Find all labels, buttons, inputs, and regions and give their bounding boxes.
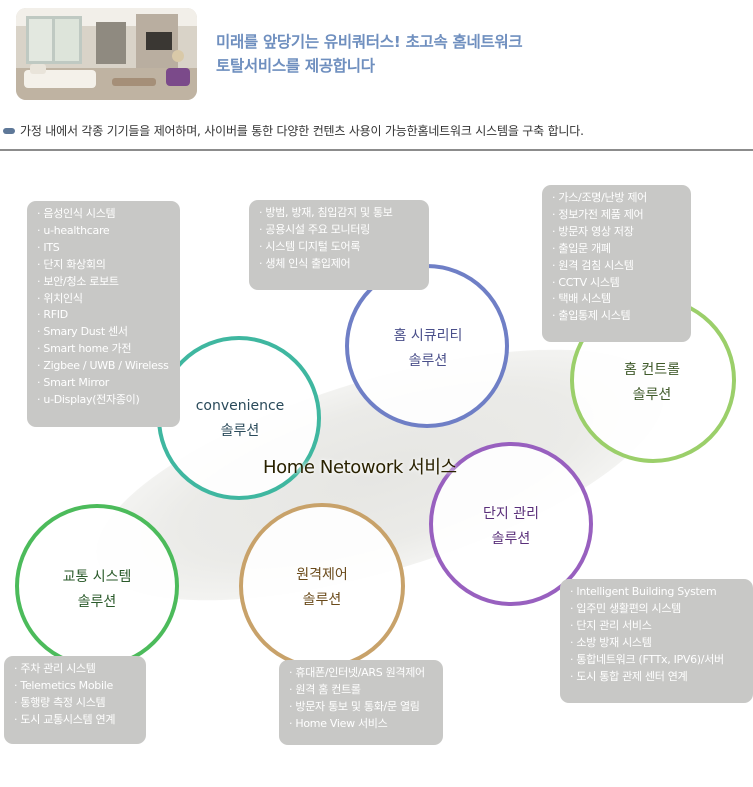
convenience-subtitle: 솔루션 bbox=[220, 423, 260, 439]
list-item: u-Display(전자종이) bbox=[37, 392, 180, 409]
list-item: 원격 검침 시스템 bbox=[552, 258, 691, 275]
list-item: 원격 홈 컨트롤 bbox=[289, 682, 443, 699]
list-item: u-healthcare bbox=[37, 223, 180, 240]
list-item: 단지 관리 서비스 bbox=[570, 618, 753, 635]
headline-line-1: 미래를 앞당기는 유비쿼터스! 초고속 홈네트워크 bbox=[216, 33, 523, 51]
list-item: 통행량 측정 시스템 bbox=[14, 695, 146, 712]
list-item: 시스템 디지털 도어록 bbox=[259, 239, 429, 256]
list-item: RFID bbox=[37, 307, 180, 324]
list-item: 도시 통합 관제 센터 연계 bbox=[570, 669, 753, 686]
home-control-subtitle: 솔루션 bbox=[632, 387, 672, 403]
list-item: Smary Dust 센서 bbox=[37, 324, 180, 341]
complex-management-title: 단지 관리 bbox=[483, 506, 539, 522]
list-item: Smart Mirror bbox=[37, 375, 180, 392]
list-item: 방문자 통보 및 통화/문 열림 bbox=[289, 699, 443, 716]
convenience-title: convenience bbox=[195, 398, 285, 414]
home-security-title: 홈 시큐리티 bbox=[393, 328, 463, 344]
list-item: 방문자 영상 저장 bbox=[552, 224, 691, 241]
headline-line-2: 토탈서비스를 제공합니다 bbox=[216, 57, 375, 75]
list-item: 위치인식 bbox=[37, 291, 180, 308]
list-item: 공용시설 주요 모니터링 bbox=[259, 222, 429, 239]
home-control-title: 홈 컨트롤 bbox=[624, 362, 680, 378]
list-item: 소방 방재 시스템 bbox=[570, 635, 753, 652]
list-item: 가스/조명/난방 제어 bbox=[552, 190, 691, 207]
list-item: 출입문 개폐 bbox=[552, 241, 691, 258]
divider bbox=[0, 149, 753, 151]
complex-management-label: 단지 관리 솔루션 bbox=[430, 502, 592, 552]
background-ellipse bbox=[96, 349, 664, 601]
list-item: 휴대폰/인터넷/ARS 원격제어 bbox=[289, 665, 443, 682]
traffic-system-subtitle: 솔루션 bbox=[77, 594, 117, 610]
home-control-label: 홈 컨트롤 솔루션 bbox=[570, 358, 734, 408]
list-item: Home View 서비스 bbox=[289, 716, 443, 733]
list-item: 출입통제 시스템 bbox=[552, 308, 691, 325]
list-item: Intelligent Building System bbox=[570, 584, 753, 601]
traffic-system-label: 교통 시스템 솔루션 bbox=[16, 565, 178, 615]
remote-control-title: 원격제어 bbox=[296, 567, 348, 583]
complex-management-subtitle: 솔루션 bbox=[491, 531, 531, 547]
home-security-items-box: 방범, 방재, 침입감지 및 통보공용시설 주요 모니터링시스템 디지털 도어록… bbox=[249, 200, 429, 290]
convenience-label: convenience 솔루션 bbox=[159, 394, 321, 444]
list-item: 주차 관리 시스템 bbox=[14, 661, 146, 678]
home-security-subtitle: 솔루션 bbox=[408, 353, 448, 369]
list-item: 보안/청소 로보트 bbox=[37, 274, 180, 291]
home-security-label: 홈 시큐리티 솔루션 bbox=[347, 324, 509, 374]
list-item: 통합네트워크 (FTTx, IPV6)/서버 bbox=[570, 652, 753, 669]
list-item: ITS bbox=[37, 240, 180, 257]
list-item: 입주민 생활편의 시스템 bbox=[570, 601, 753, 618]
traffic-system-items-box: 주차 관리 시스템Telemetics Mobile통행량 측정 시스템도시 교… bbox=[4, 656, 146, 744]
list-item: Smart home 가전 bbox=[37, 341, 180, 358]
list-item: 방범, 방재, 침입감지 및 통보 bbox=[259, 205, 429, 222]
convenience-items-box: 음성인식 시스템u-healthcareITS단지 화상회의보안/청소 로보트위… bbox=[27, 201, 180, 427]
list-item: 음성인식 시스템 bbox=[37, 206, 180, 223]
bullet-icon bbox=[3, 127, 15, 134]
list-item: 단지 화상회의 bbox=[37, 257, 180, 274]
living-room-photo bbox=[16, 8, 197, 100]
list-item: Zigbee / UWB / Wireless bbox=[37, 358, 180, 375]
remote-control-label: 원격제어 솔루션 bbox=[241, 563, 403, 613]
remote-control-items-box: 휴대폰/인터넷/ARS 원격제어원격 홈 컨트롤방문자 통보 및 통화/문 열림… bbox=[279, 660, 443, 745]
center-title: Home Netowork 서비스 bbox=[263, 457, 457, 478]
list-item: 도시 교통시스템 연계 bbox=[14, 712, 146, 729]
intro-sentence: 가정 내에서 각종 기기들을 제어하며, 사이버를 통한 다양한 컨텐츠 사용이… bbox=[20, 124, 584, 138]
complex-management-circle bbox=[429, 442, 593, 606]
list-item: 정보가전 제품 제어 bbox=[552, 207, 691, 224]
traffic-system-title: 교통 시스템 bbox=[62, 569, 132, 585]
remote-control-subtitle: 솔루션 bbox=[302, 592, 342, 608]
list-item: 생체 인식 출입제어 bbox=[259, 256, 429, 273]
home-control-items-box: 가스/조명/난방 제어정보가전 제품 제어방문자 영상 저장출입문 개폐원격 검… bbox=[542, 185, 691, 342]
headline: 미래를 앞당기는 유비쿼터스! 초고속 홈네트워크 토탈서비스를 제공합니다 bbox=[216, 30, 523, 78]
intro-text: 가정 내에서 각종 기기들을 제어하며, 사이버를 통한 다양한 컨텐츠 사용이… bbox=[3, 122, 753, 139]
complex-management-items-box: Intelligent Building System입주민 생활편의 시스템단… bbox=[560, 579, 753, 703]
list-item: CCTV 시스템 bbox=[552, 275, 691, 292]
list-item: 택배 시스템 bbox=[552, 291, 691, 308]
list-item: Telemetics Mobile bbox=[14, 678, 146, 695]
